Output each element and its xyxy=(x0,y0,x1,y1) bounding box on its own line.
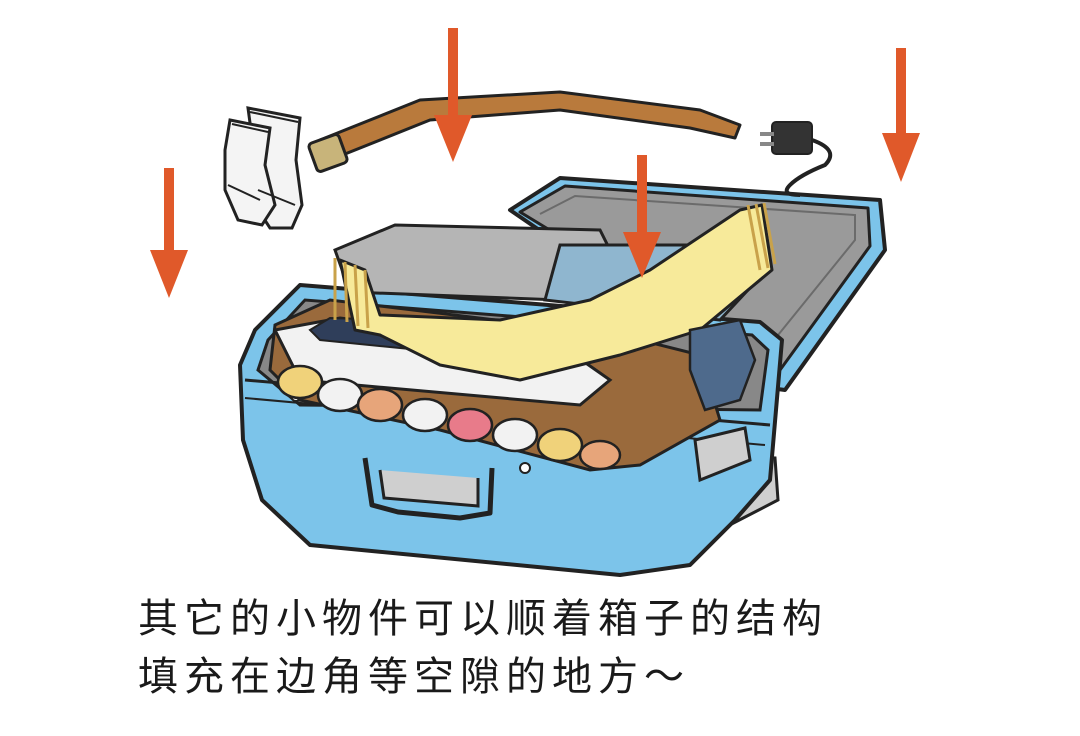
belt-icon xyxy=(307,90,742,173)
caption: 其它的小物件可以顺着箱子的结构 填充在边角等空隙的地方～ xyxy=(138,590,1018,706)
caption-line-1: 其它的小物件可以顺着箱子的结构 xyxy=(138,596,828,642)
caption-line-2: 填充在边角等空隙的地方～ xyxy=(138,654,690,700)
charger-icon xyxy=(760,121,833,197)
down-arrow-icon xyxy=(150,28,920,298)
clothes xyxy=(268,202,777,472)
socks-icon xyxy=(223,106,304,230)
